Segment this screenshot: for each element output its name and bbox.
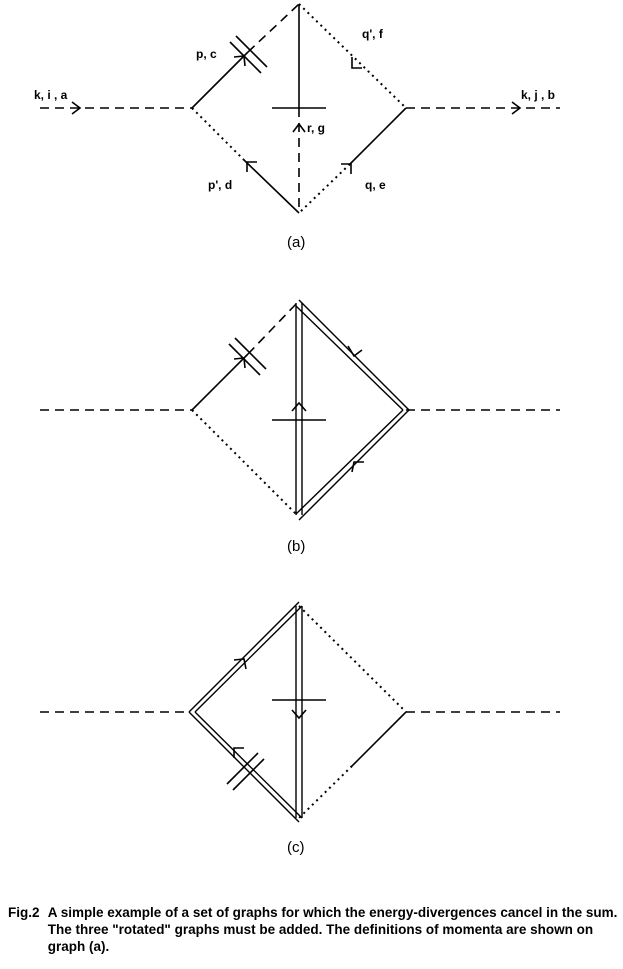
edge-c-lr-dotted: [298, 765, 353, 819]
label-outgoing: k, j , b: [521, 88, 555, 102]
graph-c: (c): [40, 601, 560, 856]
arrow-c-ll: [233, 747, 244, 758]
edge-b-lr-2: [295, 409, 404, 515]
cut-mark-b-2: [234, 337, 267, 370]
label-q: q, e: [365, 178, 386, 192]
label-p: p, c: [196, 47, 217, 61]
cut-mark-b-1: [228, 343, 261, 376]
arrow-c-ul: [233, 658, 247, 670]
edge-c-ur-dotted: [298, 605, 407, 713]
cut-mark-p-1: [229, 41, 262, 74]
arrow-r: [292, 122, 306, 133]
edge-b-ll-dotted: [191, 409, 298, 516]
edge-b-ul-solid: [191, 353, 249, 411]
figure-caption: Fig.2 A simple example of a set of graph…: [8, 904, 620, 955]
edge-q-dotted: [298, 163, 351, 214]
cut-mark-c-1: [226, 752, 259, 785]
label-p-prime: p', d: [208, 178, 232, 192]
incoming-arrow: [71, 101, 82, 115]
edge-c-lr-solid: [351, 711, 407, 767]
graph-a-label: (a): [287, 234, 305, 251]
edge-b-ur-2: [295, 305, 404, 411]
arrow-b-vert: [291, 401, 307, 412]
arrow-b-lr: [351, 461, 364, 473]
arrow-q: [341, 163, 352, 174]
outgoing-arrow: [511, 101, 522, 115]
edge-q-prime-dotted: [298, 3, 407, 109]
feynman-graphs: k, i , a k, j , b p, c p', d q', f q, e …: [34, 3, 560, 856]
arrow-b-ur: [347, 345, 363, 358]
label-incoming: k, i , a: [34, 88, 68, 102]
caption-text: A simple example of a set of graphs for …: [47, 905, 618, 954]
edge-p-dashed: [247, 3, 300, 53]
cut-mark-c-2: [232, 758, 265, 791]
label-q-prime: q', f: [362, 27, 384, 41]
graph-b: (b): [40, 299, 560, 555]
arrow-c-vert: [291, 709, 307, 720]
label-r: r, g: [307, 121, 325, 135]
figure-number: Fig.2: [8, 905, 40, 920]
edge-p-prime-dotted: [191, 107, 245, 161]
edge-p-prime-solid: [243, 159, 300, 214]
edge-c-ll-2: [194, 711, 303, 819]
arrow-p-prime: [246, 161, 257, 172]
edge-c-ul-2: [194, 605, 303, 713]
arrow-q-prime: [351, 57, 362, 69]
edge-q-solid: [349, 107, 407, 165]
graph-a: k, i , a k, j , b p, c p', d q', f q, e …: [34, 3, 560, 251]
edge-p-solid: [191, 51, 249, 109]
edge-b-ul-dashed: [247, 302, 298, 355]
cut-mark-p-2: [235, 35, 268, 68]
edge-c-ul-1: [188, 601, 300, 713]
graph-b-label: (b): [287, 538, 305, 555]
graph-c-label: (c): [287, 839, 305, 856]
